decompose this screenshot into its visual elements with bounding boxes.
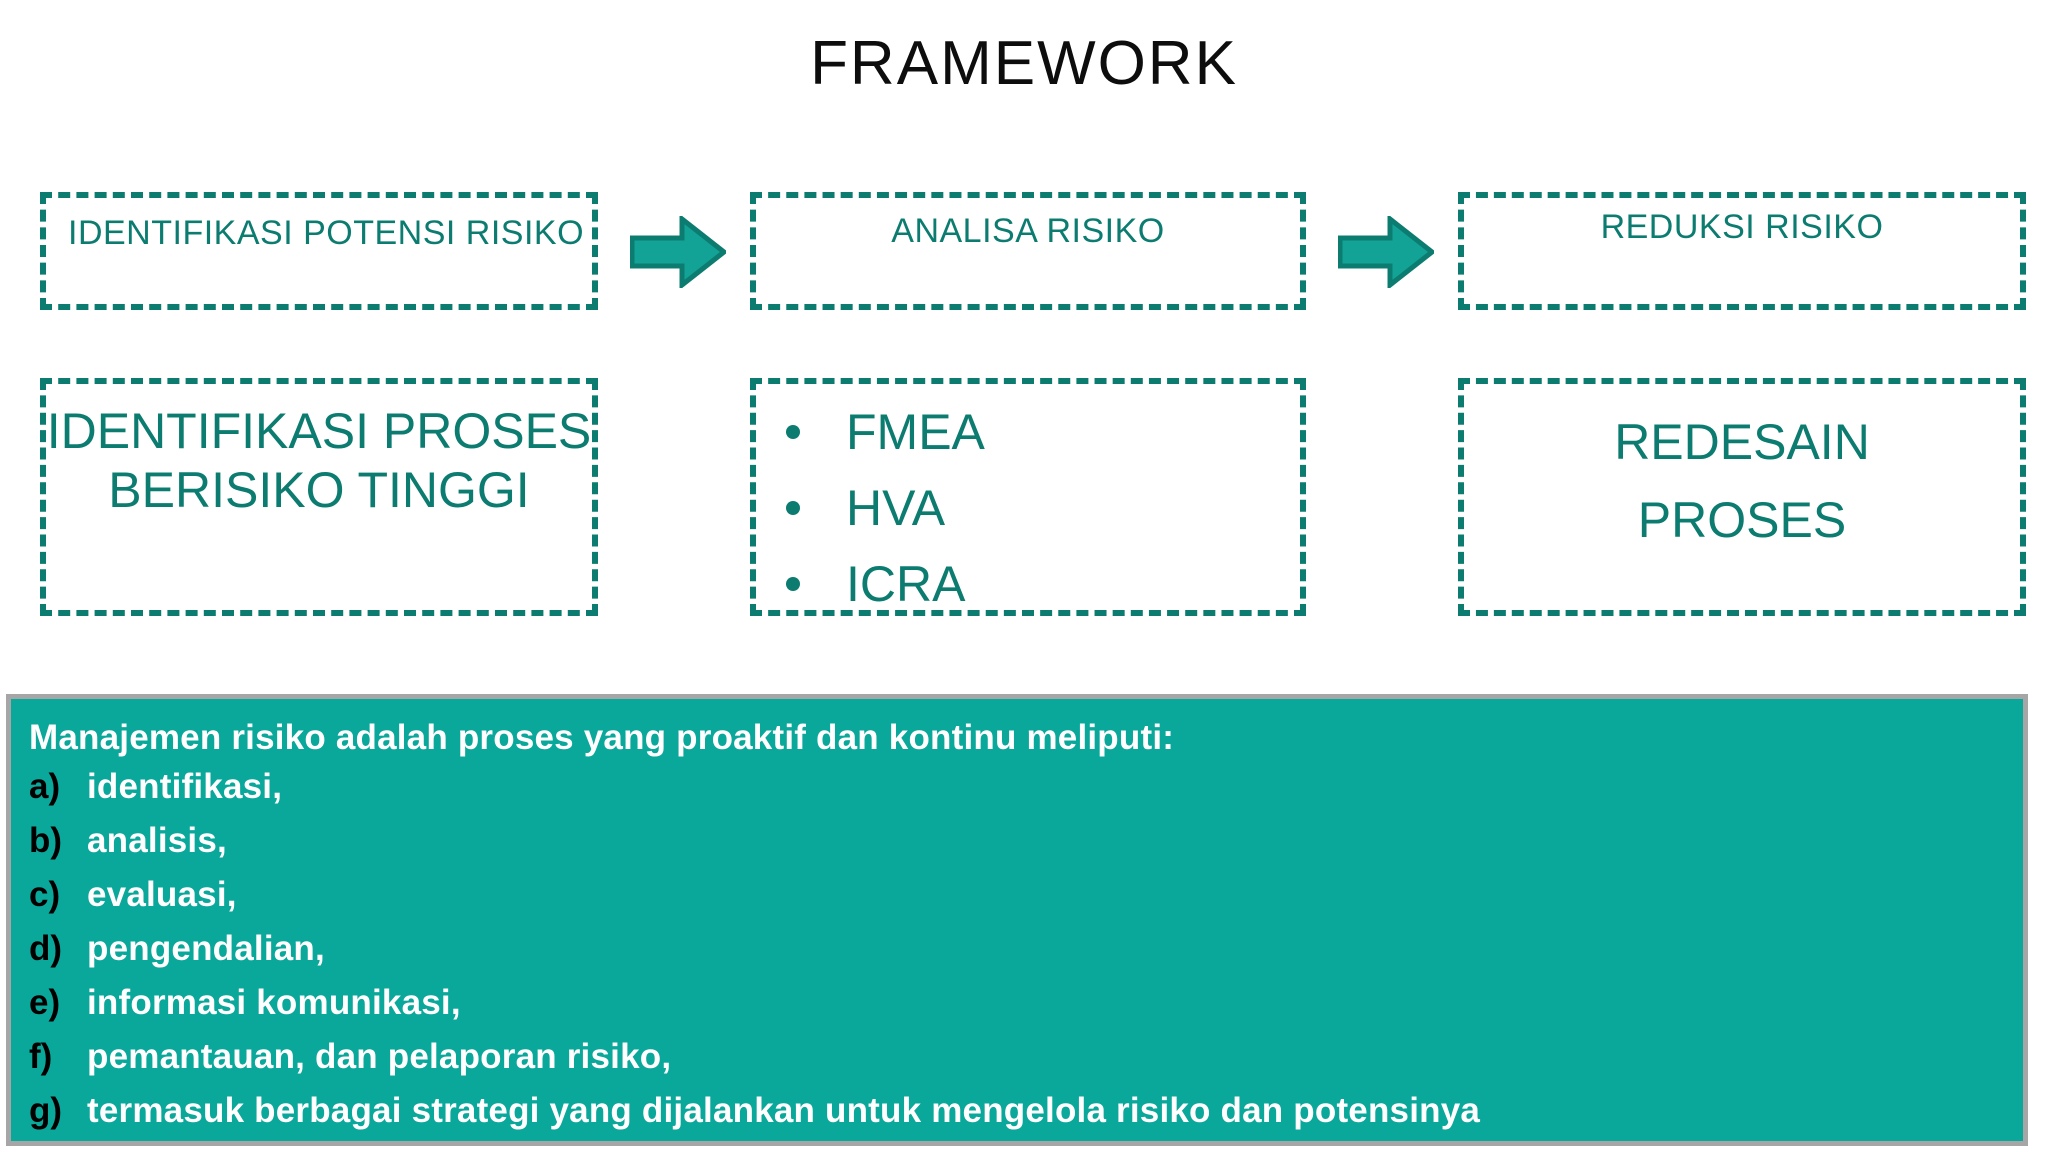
flow-box-label: REDUKSI RISIKO [1600,208,1884,246]
list-marker: d) [29,928,63,968]
list-item-label: evaluasi, [87,874,237,914]
arrow-right-icon-1 [629,213,729,291]
list-item-label: pemantauan, dan pelaporan risiko, [87,1036,672,1076]
list-item: g) termasuk berbagai strategi yang dijal… [29,1091,2023,1144]
flow-box-redesain-proses: REDESAIN PROSES [1458,378,2026,616]
list-item: HVA [786,470,1300,546]
list-marker: c) [29,874,61,914]
list-item: f) pemantauan, dan pelaporan risiko, [29,1037,2023,1090]
list-item-label: informasi komunikasi, [87,982,461,1022]
list-item-label: HVA [846,480,946,536]
flow-box-analisa-risiko: ANALISA RISIKO [750,192,1306,310]
list-marker: e) [29,982,61,1022]
flow-box-label-line2: BERISIKO TINGGI [108,462,530,518]
flow-box-label: ANALISA RISIKO [891,212,1165,250]
flow-box-label-line2: PROSES [1637,491,1847,548]
list-item-label: termasuk berbagai strategi yang dijalank… [87,1090,1481,1130]
flow-box-label-line1: REDESAIN [1614,414,1870,470]
list-item: a) identifikasi, [29,767,2023,820]
bullet-dot-icon [786,501,800,515]
list-item-label: pengendalian, [87,928,325,968]
flow-box-label-line1: IDENTIFIKASI PROSES [46,403,592,459]
summary-list: a) identifikasi, b) analisis, c) evaluas… [29,767,2023,1144]
list-item: b) analisis, [29,821,2023,874]
flow-box-metode-analisa: FMEA HVA ICRA [750,378,1306,616]
list-item: ICRA [786,546,1300,622]
bullet-dot-icon [786,425,800,439]
list-item-label: analisis, [87,820,227,860]
list-item-label: ICRA [846,556,966,612]
list-item: d) pengendalian, [29,929,2023,982]
list-item-label: FMEA [846,404,985,460]
list-item: c) evaluasi, [29,875,2023,928]
framework-flow-diagram: IDENTIFIKASI POTENSI RISIKO ANALISA RISI… [40,192,2026,616]
summary-heading: Manajemen risiko adalah proses yang proa… [29,718,1175,757]
list-item: FMEA [786,394,1300,470]
arrow-right-icon-2 [1337,213,1437,291]
flow-box-identifikasi-potensi-risiko: IDENTIFIKASI POTENSI RISIKO [40,192,598,310]
page-title: FRAMEWORK [810,29,1238,98]
list-item: e) informasi komunikasi, [29,983,2023,1036]
list-marker: g) [29,1090,63,1130]
flow-box-label: IDENTIFIKASI POTENSI RISIKO [68,214,585,252]
list-marker: b) [29,820,63,860]
flow-box-identifikasi-proses-berisiko-tinggi: IDENTIFIKASI PROSES BERISIKO TINGGI [40,378,598,616]
bullet-dot-icon [786,577,800,591]
list-marker: f) [29,1036,53,1076]
summary-panel: Manajemen risiko adalah proses yang proa… [6,694,2028,1146]
list-marker: a) [29,766,61,806]
list-item-label: identifikasi, [87,766,283,806]
metode-list: FMEA HVA ICRA [756,394,1300,622]
flow-box-reduksi-risiko: REDUKSI RISIKO [1458,192,2026,310]
